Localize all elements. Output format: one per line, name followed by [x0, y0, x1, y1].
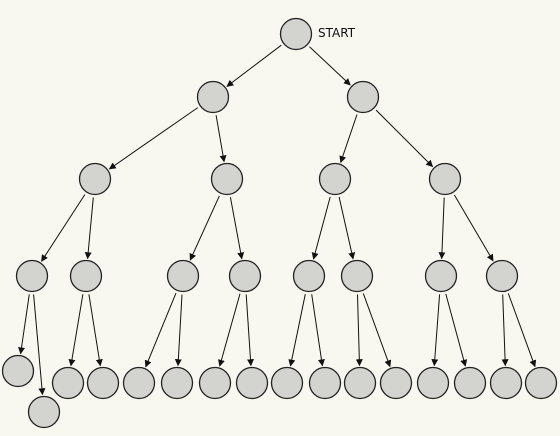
edge-arrow-n2-n6 [375, 109, 434, 168]
edge-arrow-n6-n13 [438, 197, 446, 260]
tree-node-n15 [1, 354, 35, 388]
edge-arrow-n4-n10 [229, 197, 245, 260]
tree-node-n27 [416, 366, 450, 400]
tree-node-n11 [292, 259, 326, 293]
edge-arrow-n1-n3 [108, 107, 199, 170]
edge-arrow-n5-n12 [338, 196, 356, 260]
edge-arrow-n0-n2 [309, 46, 351, 86]
edge-arrow-n14-n30 [507, 293, 537, 368]
tree-node-n19 [122, 366, 156, 400]
edge-arrow-n11-n24 [311, 294, 325, 367]
edge-arrow-n10-n21 [218, 293, 241, 367]
tree-node-n30 [524, 366, 558, 400]
tree-node-n23 [270, 366, 304, 400]
tree-node-n21 [198, 366, 232, 400]
tree-node-n8 [69, 259, 103, 293]
edge-arrow-n12-n26 [362, 293, 392, 368]
edge-arrow-n1-n4 [215, 115, 227, 163]
edge-arrow-n4-n9 [189, 195, 220, 261]
tree-node-n1 [196, 80, 230, 114]
tree-node-n10 [228, 259, 262, 293]
edges-layer [18, 44, 537, 396]
edge-arrow-n8-n18 [88, 294, 103, 367]
tree-node-n28 [453, 366, 487, 400]
edge-arrow-n8-n17 [68, 294, 84, 367]
tree-node-n7 [15, 259, 49, 293]
edge-arrow-n9-n20 [174, 294, 183, 367]
edge-arrow-n9-n19 [144, 292, 177, 368]
tree-node-n6 [428, 162, 462, 196]
tree-node-n16 [27, 395, 61, 429]
tree-node-n2 [346, 80, 380, 114]
tree-node-n29 [489, 366, 523, 400]
tree-node-n22 [235, 366, 269, 400]
edge-arrow-n10-n22 [245, 294, 254, 367]
tree-node-n25 [343, 366, 377, 400]
tree-node-n17 [51, 366, 85, 400]
tree-node-n12 [340, 259, 374, 293]
edge-arrow-n14-n29 [501, 294, 509, 367]
tree-node-n3 [78, 162, 112, 196]
tree-node-n18 [86, 366, 120, 400]
edge-arrow-n13-n27 [431, 294, 441, 367]
edge-arrow-n7-n15 [18, 294, 30, 355]
edge-arrow-n3-n8 [84, 197, 94, 260]
root-node [279, 17, 313, 51]
tree-node-n14 [485, 259, 519, 293]
edge-arrow-n0-n1 [226, 44, 282, 87]
edge-arrow-n5-n11 [311, 196, 331, 260]
root-label: START [318, 26, 356, 40]
edge-arrow-n13-n28 [445, 293, 468, 367]
edge-arrow-n7-n16 [33, 294, 46, 396]
tree-node-n26 [379, 366, 413, 400]
edge-arrow-n12-n25 [355, 294, 363, 367]
tree-node-n20 [160, 366, 194, 400]
edge-arrow-n11-n23 [288, 293, 306, 367]
tree-node-n9 [166, 259, 200, 293]
tree-node-n13 [424, 259, 458, 293]
tree-node-n5 [318, 162, 352, 196]
edge-arrow-n6-n14 [453, 194, 494, 262]
edge-arrow-n3-n7 [41, 194, 86, 262]
nodes-layer [1, 17, 558, 429]
edge-arrow-n2-n5 [339, 114, 358, 164]
tree-node-n24 [308, 366, 342, 400]
tree-node-n4 [210, 162, 244, 196]
